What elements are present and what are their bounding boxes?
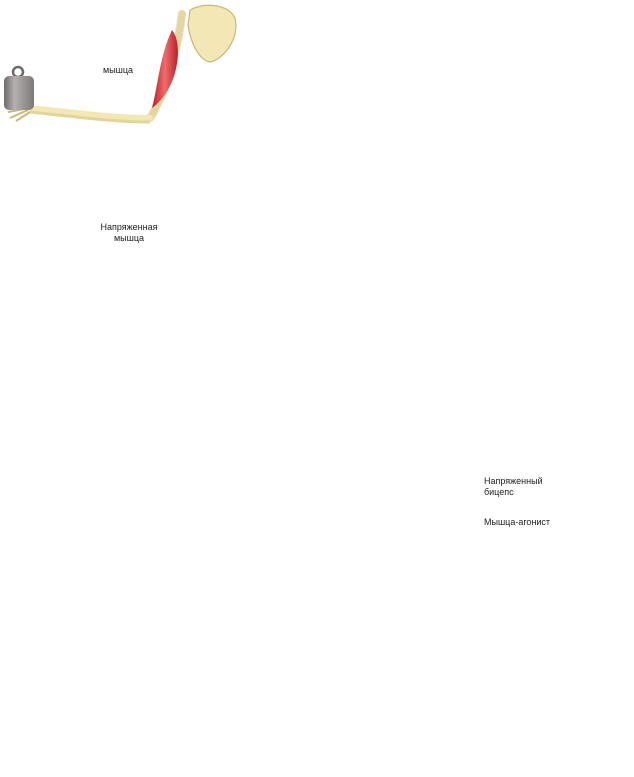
label-muscle: мышца — [103, 65, 134, 75]
label-tense-muscle: Напряженная мышца — [94, 222, 164, 244]
label-tense-muscle-line2: мышца — [113, 233, 145, 243]
panel-relaxed-small-weight — [4, 4, 237, 124]
label-tense-muscle-line1: Напряженная — [100, 222, 158, 232]
label-tense-biceps-line2: бицепс — [484, 487, 514, 497]
small-weight — [4, 65, 34, 110]
label-agonist: Мышца-агонист — [484, 517, 551, 527]
label-tense-biceps: Напряженный бицепс — [484, 476, 543, 498]
scapula — [187, 4, 237, 63]
forearm — [27, 105, 153, 121]
biceps — [152, 30, 178, 108]
label-tense-biceps-line1: Напряженный — [484, 476, 543, 486]
